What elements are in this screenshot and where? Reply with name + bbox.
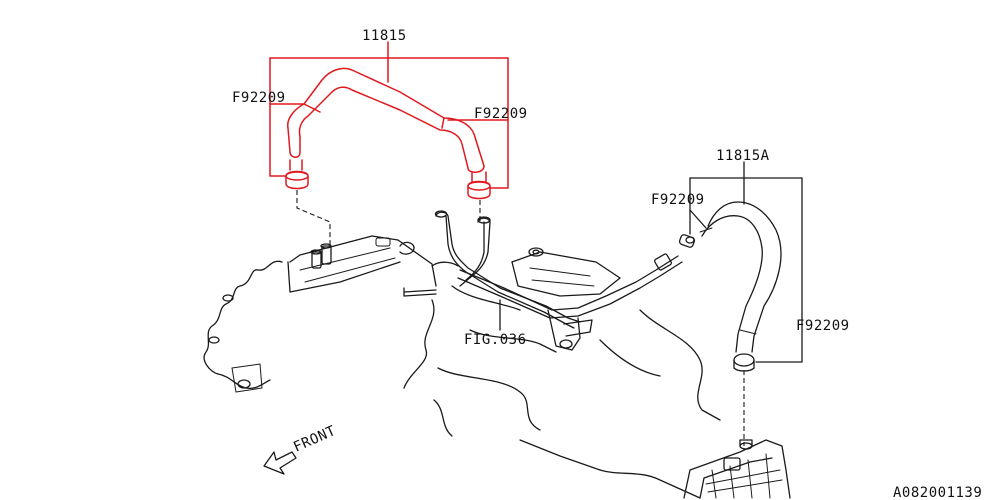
labels: 11815 F92209 F92209 11815A F92209 F92209… [232,28,982,500]
hose-11815 [285,67,491,200]
hose-11815a [678,201,782,372]
clip-label-mid-right: F92209 [651,192,705,208]
drawing-id: A082001139 [893,485,982,500]
pipe-assembly [431,210,683,351]
radiator [683,439,791,499]
clip-label-lower-right: F92209 [796,318,850,334]
engine-block [203,235,721,499]
part-number-11815a: 11815A [716,148,770,164]
part-number-11815: 11815 [362,28,407,44]
clip-label-top-left: F92209 [232,90,286,106]
clip-label-top-right: F92209 [474,106,528,122]
figure-reference: FIG.036 [464,332,527,348]
front-arrow: FRONT [263,423,338,475]
leader-lines [269,41,803,446]
front-label: FRONT [291,423,338,456]
